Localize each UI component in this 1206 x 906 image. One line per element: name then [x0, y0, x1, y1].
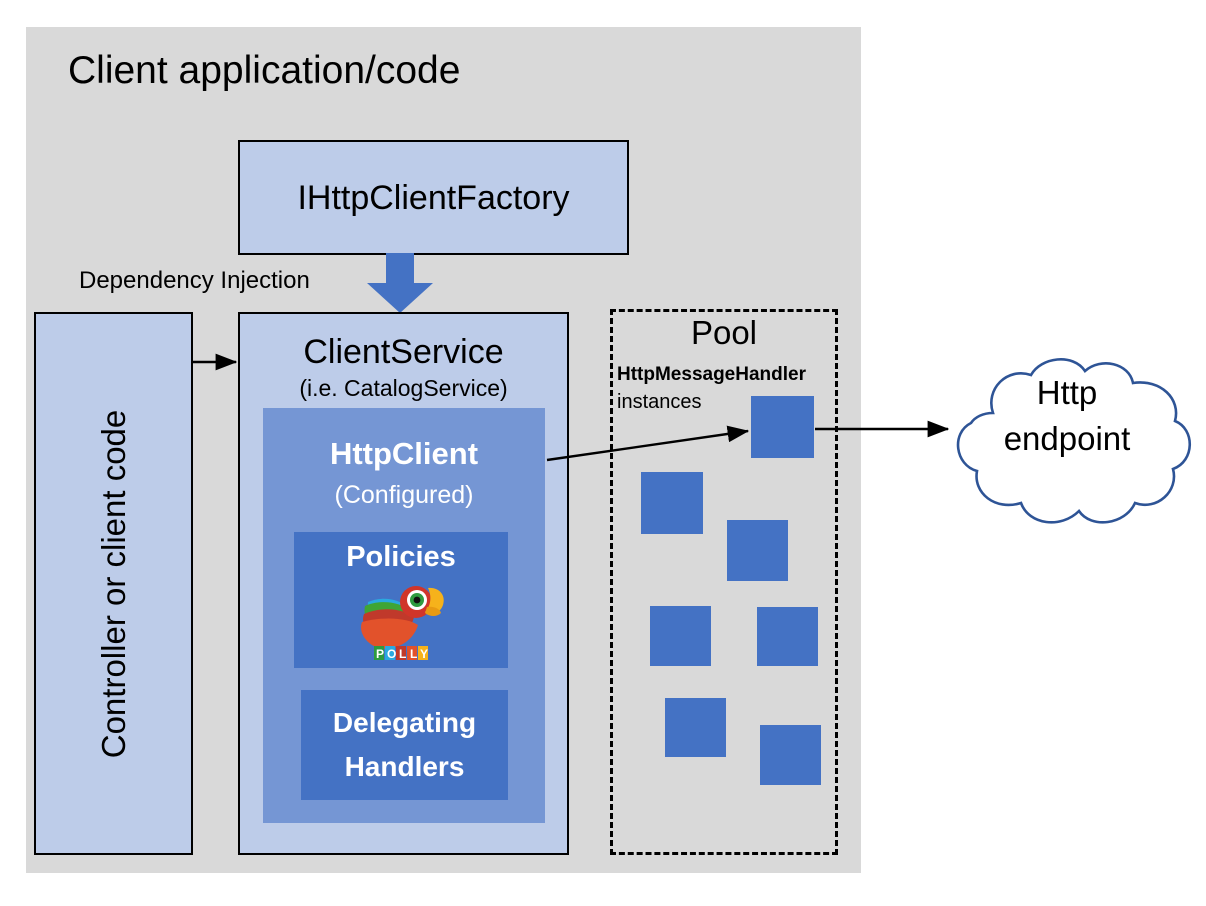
svg-text:P: P: [376, 647, 384, 661]
pool-instance-square: [650, 606, 711, 666]
pool-subtitle-instances: instances: [617, 391, 702, 413]
controller-or-client-code-label: Controller or client code: [94, 409, 132, 758]
dependency-injection-arrow: [362, 253, 438, 315]
http-endpoint-label: Http endpoint: [933, 370, 1201, 462]
controller-or-client-code-box: Controller or client code: [34, 312, 193, 855]
ihttpclientfactory-label: IHttpClientFactory: [297, 178, 570, 217]
pool-box: [610, 309, 838, 855]
http-endpoint-line-2: endpoint: [1003, 420, 1131, 457]
pool-title: Pool: [690, 314, 758, 351]
svg-text:L: L: [399, 647, 406, 661]
http-endpoint-line-1: Http: [1036, 374, 1098, 411]
client-application-title: Client application/code: [68, 49, 461, 92]
clientservice-subtitle: (i.e. CatalogService): [299, 375, 508, 401]
pool-instance-square: [641, 472, 703, 534]
delegating-handlers-line-2: Handlers: [344, 751, 465, 782]
pool-subtitle-httpmessagehandler: HttpMessageHandler: [617, 364, 806, 385]
pool-instance-square: [727, 520, 788, 581]
polly-parrot-logo-icon: P O L L Y: [354, 576, 448, 662]
httpclient-subtitle: (Configured): [334, 481, 474, 509]
policies-title: Policies: [346, 541, 456, 573]
svg-text:O: O: [387, 647, 396, 661]
policies-box: Policies: [294, 532, 508, 668]
svg-text:Y: Y: [420, 647, 428, 661]
pool-instance-square: [665, 698, 726, 757]
ihttpclientfactory-box: IHttpClientFactory: [238, 140, 629, 255]
pool-instance-square: [760, 725, 821, 785]
delegating-handlers-box: Delegating Handlers: [301, 690, 508, 800]
delegating-handlers-line-1: Delegating: [332, 707, 477, 738]
clientservice-title: ClientService: [303, 333, 504, 371]
svg-text:L: L: [410, 647, 417, 661]
dependency-injection-label: Dependency Injection: [79, 267, 310, 294]
pool-instance-square: [751, 396, 814, 458]
down-arrow-icon: [367, 253, 433, 313]
http-endpoint-cloud: [933, 355, 1201, 531]
pool-instance-square: [757, 607, 818, 666]
httpclient-title: HttpClient: [329, 436, 479, 471]
